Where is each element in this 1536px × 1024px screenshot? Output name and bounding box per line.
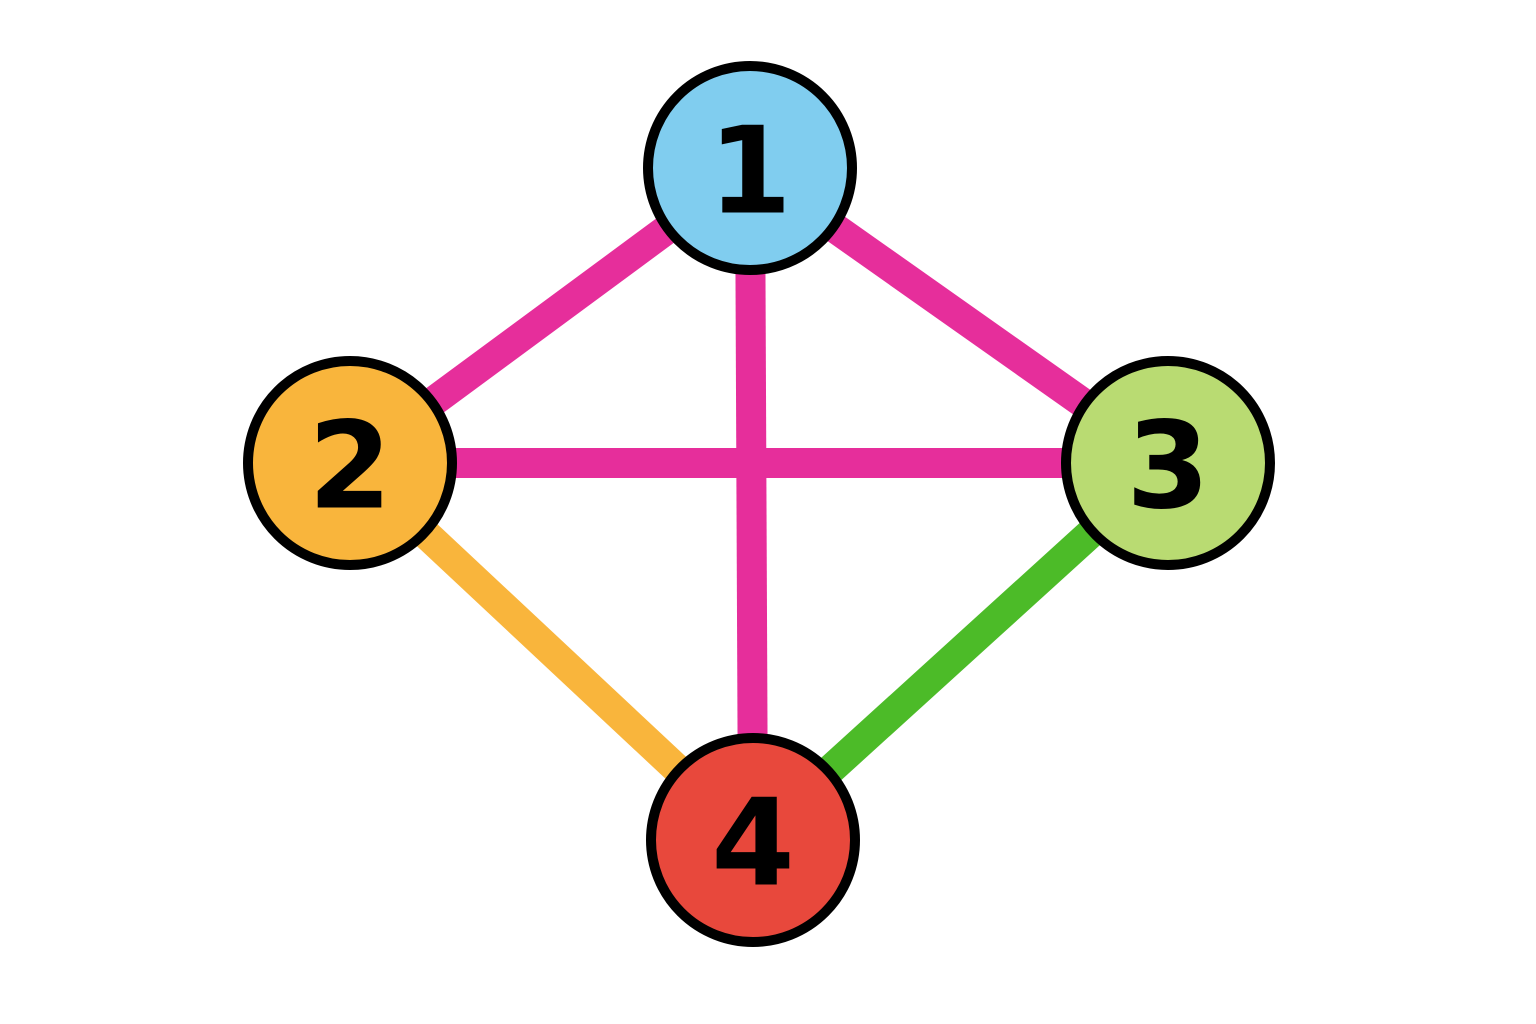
node-2[interactable]: 2 <box>243 356 457 570</box>
node-4[interactable]: 4 <box>646 733 860 947</box>
node-3-circle[interactable] <box>1061 356 1275 570</box>
node-4-circle[interactable] <box>646 733 860 947</box>
edge-1-4[interactable] <box>735 167 768 841</box>
node-2-label: 2 <box>308 398 392 537</box>
node-2-circle[interactable] <box>243 356 457 570</box>
node-1[interactable]: 1 <box>643 61 857 275</box>
node-4-label: 4 <box>711 775 795 914</box>
node-1-circle[interactable] <box>643 61 857 275</box>
node-1-label: 1 <box>708 103 792 242</box>
node-3[interactable]: 3 <box>1061 356 1275 570</box>
nodes-layer: 1 2 3 4 <box>243 61 1275 947</box>
node-3-label: 3 <box>1126 398 1210 537</box>
